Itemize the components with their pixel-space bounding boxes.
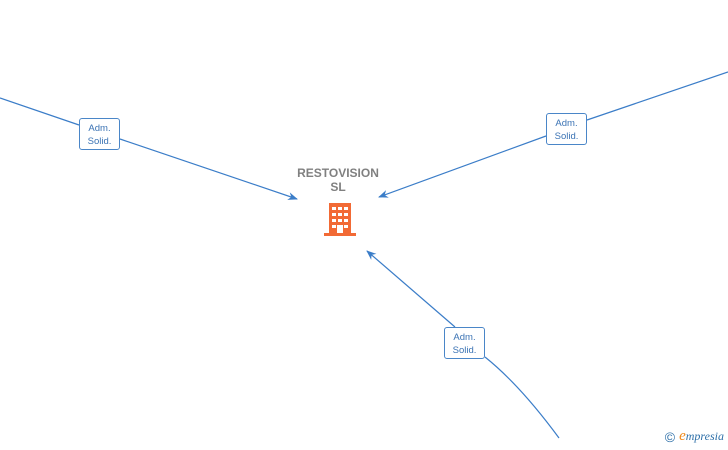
- brand-name: mpresia: [685, 429, 724, 443]
- relation-label-line1: Adm.: [88, 123, 111, 134]
- edge-right: [586, 71, 728, 121]
- relation-label-line1: Adm.: [555, 118, 578, 129]
- relation-label-line2: Solid.: [554, 131, 579, 142]
- copyright-icon: ©: [664, 428, 676, 445]
- edge-left-arrow: [119, 138, 298, 200]
- relation-label-left[interactable]: Adm. Solid.: [79, 118, 120, 150]
- company-name-line2: SL: [330, 180, 346, 194]
- brand-initial: e: [679, 428, 686, 444]
- brand-logo: empresia: [679, 428, 724, 445]
- relation-label-right[interactable]: Adm. Solid.: [546, 113, 587, 145]
- company-name[interactable]: RESTOVISION SL: [278, 166, 398, 194]
- relation-label-line1: Adm.: [453, 332, 476, 343]
- company-name-line1: RESTOVISION: [297, 166, 379, 180]
- edge-bottom: [484, 356, 560, 439]
- empresia-watermark: © empresia: [665, 428, 724, 445]
- relation-label-bottom[interactable]: Adm. Solid.: [444, 327, 485, 359]
- relation-label-line2: Solid.: [452, 345, 477, 356]
- building-icon[interactable]: [323, 201, 357, 237]
- edge-left: [0, 97, 80, 126]
- edge-bottom-arrow: [366, 250, 456, 328]
- relation-label-line2: Solid.: [87, 136, 112, 147]
- edge-right-arrow: [378, 135, 547, 198]
